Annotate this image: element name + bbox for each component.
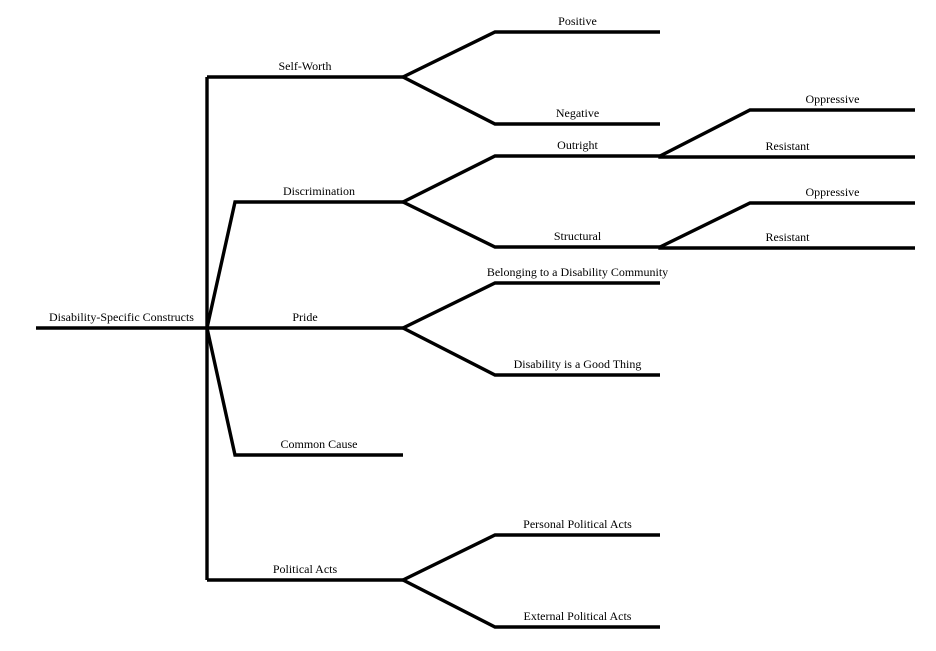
node-label-political-acts: Political Acts	[273, 562, 338, 576]
edge-negative	[402, 75, 660, 126]
node-label-external-political: External Political Acts	[524, 609, 632, 623]
node-label-root: Disability-Specific Constructs	[49, 310, 194, 324]
node-label-belonging: Belonging to a Disability Community	[487, 265, 668, 279]
node-label-negative: Negative	[556, 106, 599, 120]
node-label-discrimination: Discrimination	[283, 184, 355, 198]
edge-external-political	[402, 578, 660, 629]
tree-labels: Disability-Specific Constructs Self-Worth…	[49, 14, 859, 623]
tree-edges	[36, 30, 915, 629]
edge-discrimination	[205, 200, 403, 329]
node-label-outright-resistant: Resistant	[766, 139, 811, 153]
edge-structural-resistant	[658, 246, 915, 250]
node-label-structural: Structural	[554, 229, 602, 243]
edge-positive	[402, 30, 660, 79]
node-label-outright: Outright	[557, 138, 598, 152]
edge-common-cause	[205, 327, 403, 457]
node-label-personal-political: Personal Political Acts	[523, 517, 632, 531]
node-label-pride: Pride	[292, 310, 317, 324]
edge-outright-resistant	[658, 155, 915, 159]
node-label-self-worth: Self-Worth	[278, 59, 331, 73]
edge-personal-political	[402, 533, 660, 582]
node-label-common-cause: Common Cause	[281, 437, 358, 451]
node-label-good-thing: Disability is a Good Thing	[514, 357, 642, 371]
node-label-positive: Positive	[558, 14, 597, 28]
edge-belonging	[402, 281, 660, 330]
node-label-structural-resistant: Resistant	[766, 230, 811, 244]
edge-structural	[402, 200, 660, 249]
node-label-outright-oppressive: Oppressive	[806, 92, 860, 106]
edge-structural-oppressive	[659, 201, 915, 249]
edge-outright-oppressive	[659, 108, 915, 158]
edge-good-thing	[402, 326, 660, 377]
node-label-structural-oppressive: Oppressive	[806, 185, 860, 199]
edge-outright	[402, 154, 660, 204]
